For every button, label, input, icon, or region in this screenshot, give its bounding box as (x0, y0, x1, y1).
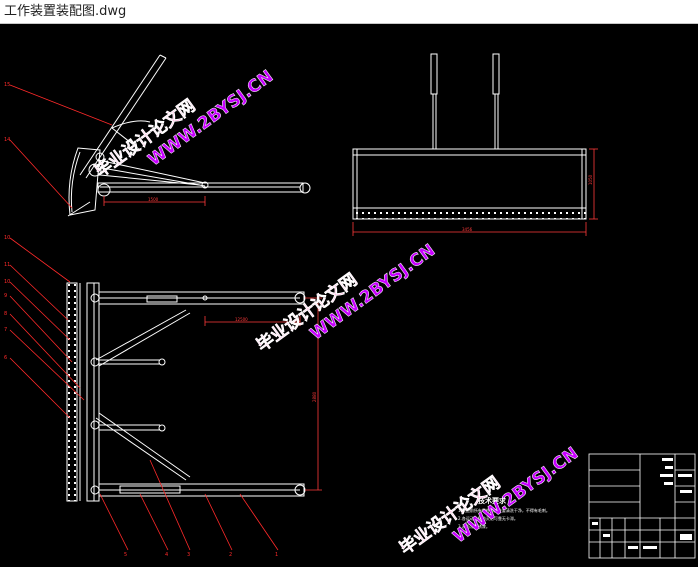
title-bar: 工作装置装配图.dwg (0, 0, 698, 24)
tech-req-line-3: 3.表面涂防锈漆。 (458, 523, 490, 529)
front-dims (352, 148, 598, 236)
balloon-3: 3 (187, 552, 190, 558)
dim-side-arm: 1500 (148, 197, 159, 202)
balloon-10a: 10 (4, 235, 10, 241)
file-title: 工作装置装配图.dwg (4, 4, 127, 19)
balloon-1: 1 (275, 552, 278, 558)
balloon-9: 9 (4, 293, 7, 299)
tech-requirements: 技术要求 1.装配前所有零件和部件要清洗干净，不得有毛刺。 2.各运动件移动灵活… (458, 496, 550, 529)
tech-req-line-1: 1.装配前所有零件和部件要清洗干净，不得有毛刺。 (458, 507, 550, 513)
dim-top-arm: 12500 (235, 317, 248, 322)
side-view (67, 54, 311, 217)
dim-front-width: 3456 (462, 227, 473, 232)
balloon-15: 15 (4, 82, 10, 88)
balloon-6: 6 (4, 355, 7, 361)
balloon-5: 5 (124, 552, 127, 558)
drawing-svg: 1500 3456 1050 (4, 53, 696, 559)
balloon-14: 14 (4, 137, 10, 143)
watermark-3: 毕业设计论文网 WWW.2BYSJ.CN (395, 443, 582, 559)
top-dims (204, 297, 322, 491)
title-block-fill (592, 458, 692, 549)
top-view (66, 282, 306, 502)
tech-req-line-2: 2.各运动件移动灵活可靠无卡滞。 (458, 515, 518, 521)
side-dim: 1500 (103, 196, 206, 206)
front-view (352, 53, 587, 220)
leaders (9, 84, 279, 551)
balloon-2: 2 (229, 552, 232, 558)
balloons-left: 15 14 10 11 10 9 8 7 6 (4, 82, 10, 361)
title-block (588, 453, 696, 559)
dim-front-height: 1050 (588, 174, 593, 185)
balloons-bottom: 5 4 3 2 1 (124, 552, 278, 558)
balloon-11: 11 (4, 262, 10, 268)
dim-top-depth: 2880 (312, 391, 317, 402)
balloon-7: 7 (4, 327, 7, 333)
balloon-10b: 10 (4, 279, 10, 285)
tech-req-title: 技术要求 (478, 496, 507, 505)
cad-canvas[interactable]: 1500 3456 1050 (0, 24, 698, 563)
balloon-4: 4 (165, 552, 168, 558)
balloon-8: 8 (4, 311, 7, 317)
